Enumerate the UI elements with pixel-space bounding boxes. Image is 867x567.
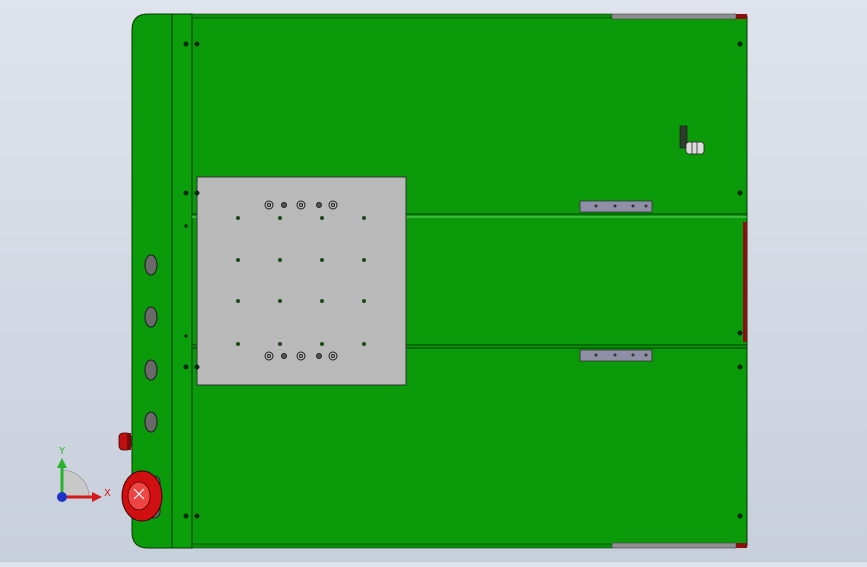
rail-end-cap — [743, 222, 747, 342]
plate-holes — [236, 216, 366, 346]
top-edge-strip — [191, 13, 613, 19]
body-mounting-screws — [183, 41, 743, 519]
plate-screws-bottom — [264, 351, 338, 361]
rail-bracket-upper-holes — [594, 204, 648, 208]
bottom-right-edge-strip — [611, 542, 737, 549]
bottom-right-cap — [736, 543, 747, 548]
triad-y-label: Y — [58, 446, 66, 457]
carriage-plate[interactable] — [196, 176, 407, 386]
left-side-panel[interactable] — [131, 13, 173, 549]
red-indicator-light[interactable] — [118, 432, 132, 451]
triad-x-label: X — [104, 488, 111, 499]
bottom-edge-strip — [191, 543, 613, 549]
rail-bracket-lower-holes — [594, 353, 648, 357]
emergency-stop-button[interactable] — [121, 470, 163, 522]
coordinate-triad: Y X — [57, 446, 111, 502]
plate-screws-top — [264, 200, 338, 210]
top-right-edge-strip — [611, 13, 737, 20]
z-axis-dot — [57, 492, 67, 502]
left-frame-rail[interactable] — [171, 13, 193, 549]
top-right-cap — [736, 14, 747, 19]
side-ports[interactable] — [144, 254, 158, 433]
pneumatic-fitting[interactable] — [679, 125, 705, 155]
